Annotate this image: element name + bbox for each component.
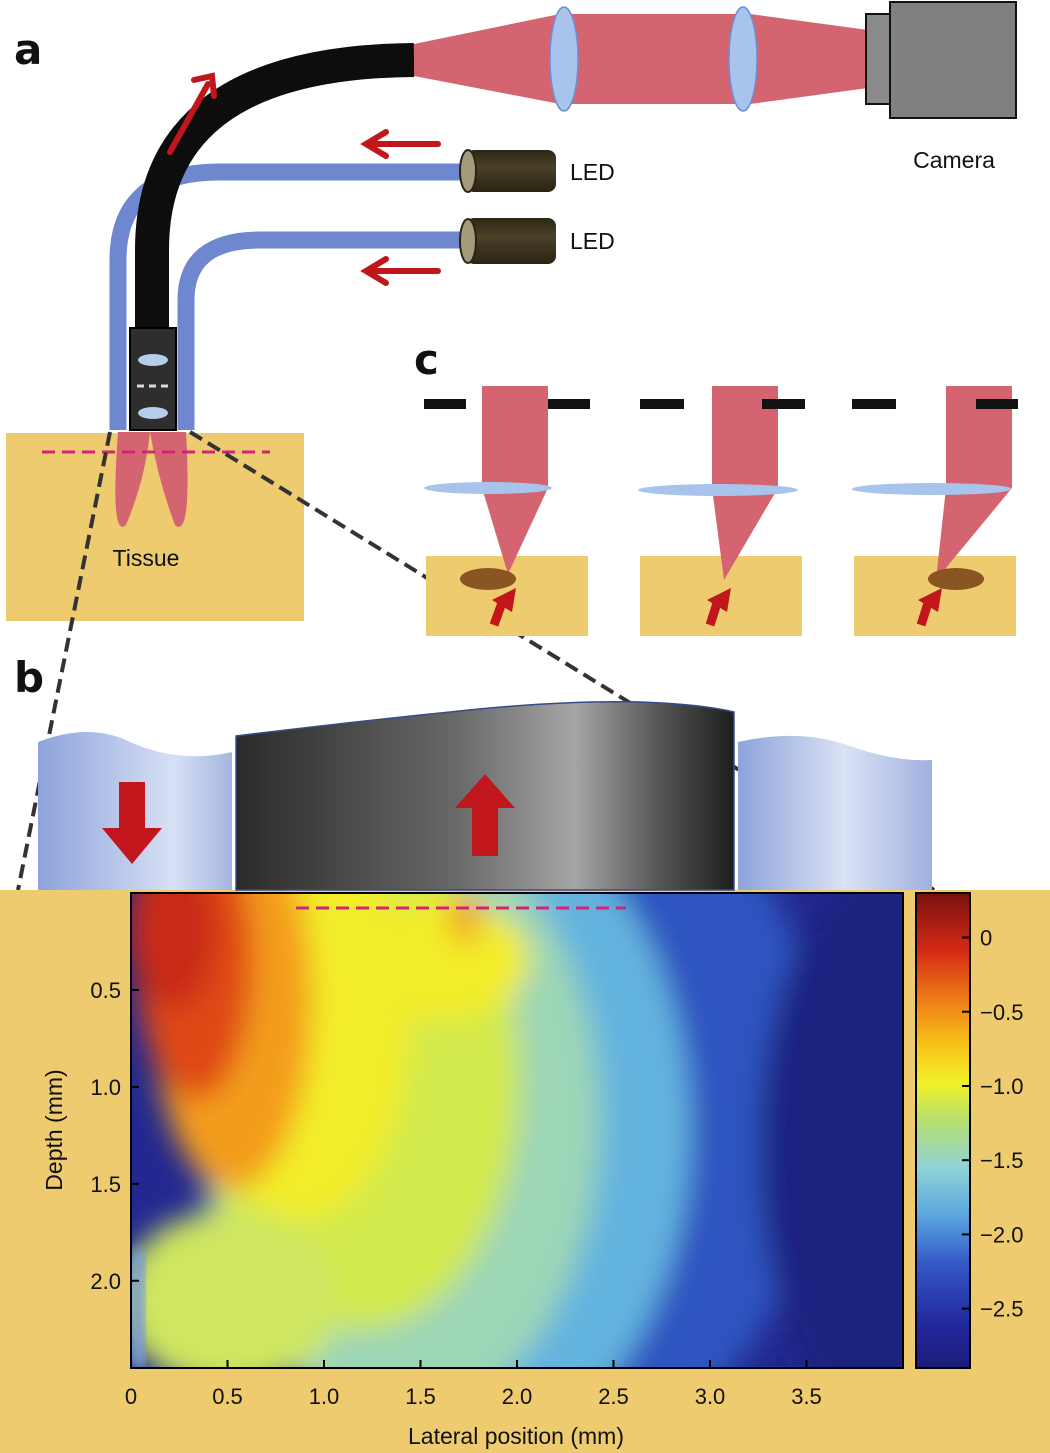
x-tick-label: 0.5 bbox=[212, 1384, 243, 1409]
x-axis-ticks: 0 0.5 1.0 1.5 2.0 2.5 3.0 3.5 bbox=[125, 1360, 822, 1409]
illumination-lobes bbox=[115, 432, 188, 527]
colorbar-tick-label: −2.5 bbox=[980, 1297, 1023, 1322]
y-tick-label: 1.5 bbox=[90, 1172, 121, 1197]
heatmap bbox=[131, 893, 903, 1368]
led-bottom-icon bbox=[459, 218, 556, 264]
illumination-fiber-right bbox=[177, 231, 460, 430]
detection-beam bbox=[414, 14, 868, 104]
x-tick-label: 3.0 bbox=[695, 1384, 726, 1409]
y-tick-label: 1.0 bbox=[90, 1075, 121, 1100]
focus-scenario-2 bbox=[638, 386, 805, 636]
y-axis-ticks: 0.5 1.0 1.5 2.0 bbox=[90, 978, 139, 1294]
led-top-icon bbox=[459, 149, 556, 193]
imaging-fiber bbox=[135, 43, 415, 330]
colorbar-tick-label: −1.5 bbox=[980, 1148, 1023, 1173]
focus-scenario-3 bbox=[852, 386, 1018, 636]
probe-lens-bottom bbox=[138, 407, 168, 419]
tissue-label: Tissue bbox=[113, 545, 180, 571]
fiber-end-right bbox=[738, 735, 932, 890]
camera-label: Camera bbox=[913, 147, 995, 173]
tissue-block-a bbox=[6, 433, 304, 621]
colorbar-tick-label: 0 bbox=[980, 926, 992, 951]
camera-mount bbox=[865, 13, 893, 105]
focus-scenario-1 bbox=[424, 386, 590, 636]
lens-1 bbox=[549, 6, 579, 112]
x-tick-label: 2.0 bbox=[502, 1384, 533, 1409]
y-axis-title: Depth (mm) bbox=[41, 1069, 67, 1190]
colorbar-tick-label: −2.0 bbox=[980, 1222, 1023, 1247]
panel-label-a: a bbox=[14, 25, 42, 74]
x-tick-label: 1.5 bbox=[405, 1384, 436, 1409]
colorbar-ticks: 0 −0.5 −1.0 −1.5 −2.0 −2.5 bbox=[962, 926, 1023, 1322]
led-top-label: LED bbox=[570, 159, 615, 185]
y-tick-label: 0.5 bbox=[90, 978, 121, 1003]
colorbar-tick-label: −0.5 bbox=[980, 1000, 1023, 1025]
x-axis-title: Lateral position (mm) bbox=[408, 1423, 624, 1449]
arrow-icon-collection bbox=[167, 72, 441, 286]
x-tick-label: 2.5 bbox=[598, 1384, 629, 1409]
camera-body-icon bbox=[889, 1, 1017, 119]
probe-lens-top bbox=[138, 354, 168, 366]
colorbar bbox=[915, 892, 971, 1369]
colorbar-tick-label: −1.0 bbox=[980, 1074, 1023, 1099]
panel-label-b: b bbox=[14, 653, 44, 702]
x-tick-label: 1.0 bbox=[309, 1384, 340, 1409]
lens-2 bbox=[728, 6, 758, 112]
panel-label-c: c bbox=[414, 335, 439, 384]
y-tick-label: 2.0 bbox=[90, 1269, 121, 1294]
arrow-up-icon bbox=[455, 774, 515, 856]
zoom-guide-left bbox=[16, 431, 112, 891]
x-tick-label: 3.5 bbox=[791, 1384, 822, 1409]
arrow-down-icon bbox=[102, 782, 162, 864]
x-tick-label: 0 bbox=[125, 1384, 137, 1409]
led-bottom-label: LED bbox=[570, 228, 615, 254]
